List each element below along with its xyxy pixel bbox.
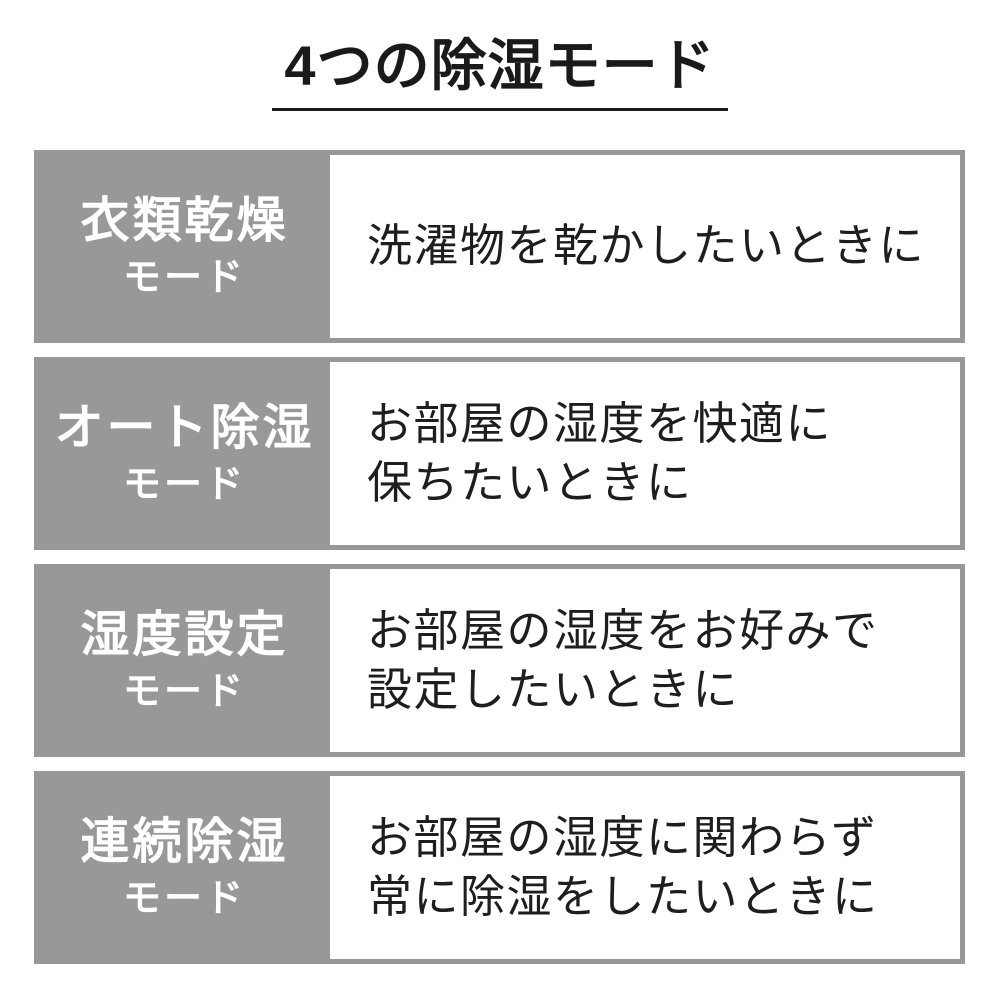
mode-suffix: モード <box>122 877 246 920</box>
description-line: 保ちたいときに <box>367 456 693 508</box>
mode-label-cell: 連続除湿 モード <box>39 776 330 959</box>
page-title: 4つの除湿モード <box>272 33 728 112</box>
mode-row-auto-dehumidify: オート除湿 モード お部屋の湿度を快適に 保ちたいときに <box>34 357 965 550</box>
mode-row-continuous-dehumidify: 連続除湿 モード お部屋の湿度に関わらず 常に除湿をしたいときに <box>34 771 965 964</box>
mode-suffix: モード <box>122 670 246 713</box>
description-line: お部屋の湿度に関わらず <box>367 812 878 863</box>
mode-name: オート除湿 <box>54 400 315 455</box>
mode-label-cell: オート除湿 モード <box>39 362 330 545</box>
mode-label-cell: 湿度設定 モード <box>39 569 330 752</box>
mode-description-cell: お部屋の湿度をお好みで 設定したいときに <box>330 569 960 752</box>
header: 4つの除湿モード <box>0 0 1000 113</box>
description-line: 設定したいときに <box>367 663 740 715</box>
mode-row-humidity-setting: 湿度設定 モード お部屋の湿度をお好みで 設定したいときに <box>34 564 965 757</box>
description-line: お部屋の湿度をお好みで <box>367 605 879 656</box>
description-line: 洗濯物を乾かしたいときに <box>367 220 926 272</box>
mode-description-cell: お部屋の湿度に関わらず 常に除湿をしたいときに <box>330 776 960 959</box>
mode-suffix: モード <box>122 256 246 299</box>
dehumidify-modes-table: 衣類乾燥 モード 洗濯物を乾かしたいときに オート除湿 モード お部屋の湿度を快… <box>34 150 965 964</box>
mode-description-cell: お部屋の湿度を快適に 保ちたいときに <box>330 362 960 545</box>
mode-row-clothes-drying: 衣類乾燥 モード 洗濯物を乾かしたいときに <box>34 150 965 343</box>
mode-suffix: モード <box>122 463 246 506</box>
mode-name: 連続除湿 <box>80 814 289 869</box>
description-line: お部屋の湿度を快適に <box>367 398 833 449</box>
mode-name: 衣類乾燥 <box>80 193 289 248</box>
mode-name: 湿度設定 <box>80 607 289 662</box>
description-line: 常に除湿をしたいときに <box>367 870 879 922</box>
mode-description-cell: 洗濯物を乾かしたいときに <box>330 155 960 338</box>
mode-label-cell: 衣類乾燥 モード <box>39 155 330 338</box>
